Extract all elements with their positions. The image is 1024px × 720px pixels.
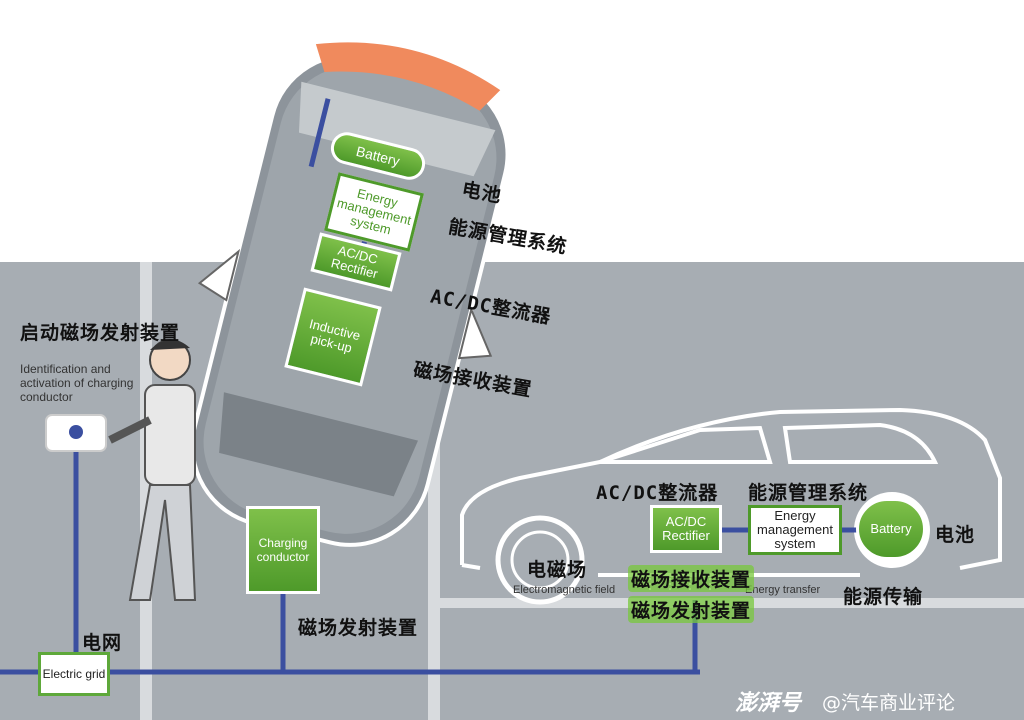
id-activation-text: Identification and activation of chargin… xyxy=(20,362,134,404)
person-figure xyxy=(108,339,197,601)
cn-emitter-bottom: 磁场发射装置 xyxy=(298,617,419,639)
cn-em-field: 电磁场 xyxy=(527,559,588,581)
cn-emitter-right: 磁场发射装置 xyxy=(628,596,755,623)
acdc-box-side: AC/DC Rectifier xyxy=(650,505,722,553)
cn-receiver-right: 磁场接收装置 xyxy=(628,565,755,592)
acdc-side-label: AC/DC Rectifier xyxy=(662,514,710,543)
cn-battery-right: 电池 xyxy=(935,524,976,546)
battery-label: Battery xyxy=(354,142,402,170)
cn-energy-transfer: 能源传输 xyxy=(843,586,924,608)
cn-start-emitter: 启动磁场发射装置 xyxy=(20,322,181,344)
electric-grid-box: Electric grid xyxy=(38,652,110,696)
charging-conductor-box: Charging conductor xyxy=(246,506,320,594)
battery-box-side: Battery xyxy=(856,498,926,560)
charging-conductor-label: Charging conductor xyxy=(256,536,310,564)
charging-button-icon xyxy=(69,425,83,439)
front-wheel xyxy=(495,515,585,605)
front-wheel-rim xyxy=(510,530,570,590)
em-field-text: Electromagnetic field xyxy=(513,584,616,596)
watermark-account: @汽车商业评论 xyxy=(822,692,956,714)
battery-side-label: Battery xyxy=(870,521,912,536)
energy-transfer-text: Energy transfer xyxy=(745,584,821,596)
electric-grid-label: Electric grid xyxy=(42,667,106,681)
cn-energy-mgmt-right: 能源管理系统 xyxy=(748,482,869,504)
watermark-logo: 澎湃号 xyxy=(735,691,802,716)
lane-marking xyxy=(140,262,152,720)
cn-acdc-right: AC/DC整流器 xyxy=(596,482,719,504)
energy-mgmt-side-label: Energy management system xyxy=(757,508,833,551)
inductive-label: Inductive pick-up xyxy=(307,316,362,356)
cn-grid: 电网 xyxy=(82,632,123,654)
energy-mgmt-label: Energy management system xyxy=(335,185,413,238)
energy-mgmt-box-side: Energy management system xyxy=(748,505,842,555)
